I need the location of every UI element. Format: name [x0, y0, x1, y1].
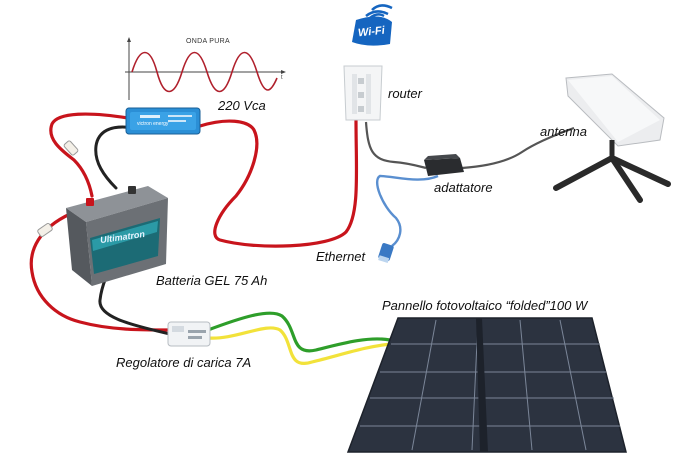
- ethernet-plug: [378, 243, 394, 264]
- inverter-brand: victron energy: [137, 121, 169, 127]
- label-solar-panel: Pannello fotovoltaico “folded”100 W: [382, 298, 588, 313]
- charge-regulator: [167, 321, 211, 347]
- gel-battery: [66, 186, 168, 286]
- satellite-antenna: [553, 73, 671, 203]
- pure-sine-chart: t: [125, 37, 286, 100]
- label-adapter: adattatore: [434, 180, 493, 195]
- label-regulator: Regolatore di carica 7A: [116, 355, 252, 370]
- pv-wires: [206, 311, 394, 365]
- coax-cable: [364, 121, 575, 170]
- folded-solar-panel: [346, 317, 627, 453]
- label-220vca: 220 Vca: [218, 98, 266, 113]
- fuse-inverter: [63, 140, 79, 156]
- waveform-title: ONDA PURA: [186, 38, 230, 45]
- sine-wave: [131, 51, 278, 93]
- label-antenna: antenna: [540, 124, 587, 139]
- positive-wires: [29, 112, 359, 332]
- label-router: router: [388, 86, 422, 101]
- adapter: [424, 154, 464, 176]
- svg-text:t: t: [281, 75, 283, 81]
- ethernet-cable: [375, 174, 439, 247]
- inverter: [125, 107, 201, 135]
- label-ethernet: Ethernet: [316, 249, 366, 264]
- router: [343, 65, 383, 121]
- label-battery: Batteria GEL 75 Ah: [156, 273, 268, 288]
- wifi-icon: [352, 4, 393, 46]
- fuse-regulator: [37, 222, 53, 238]
